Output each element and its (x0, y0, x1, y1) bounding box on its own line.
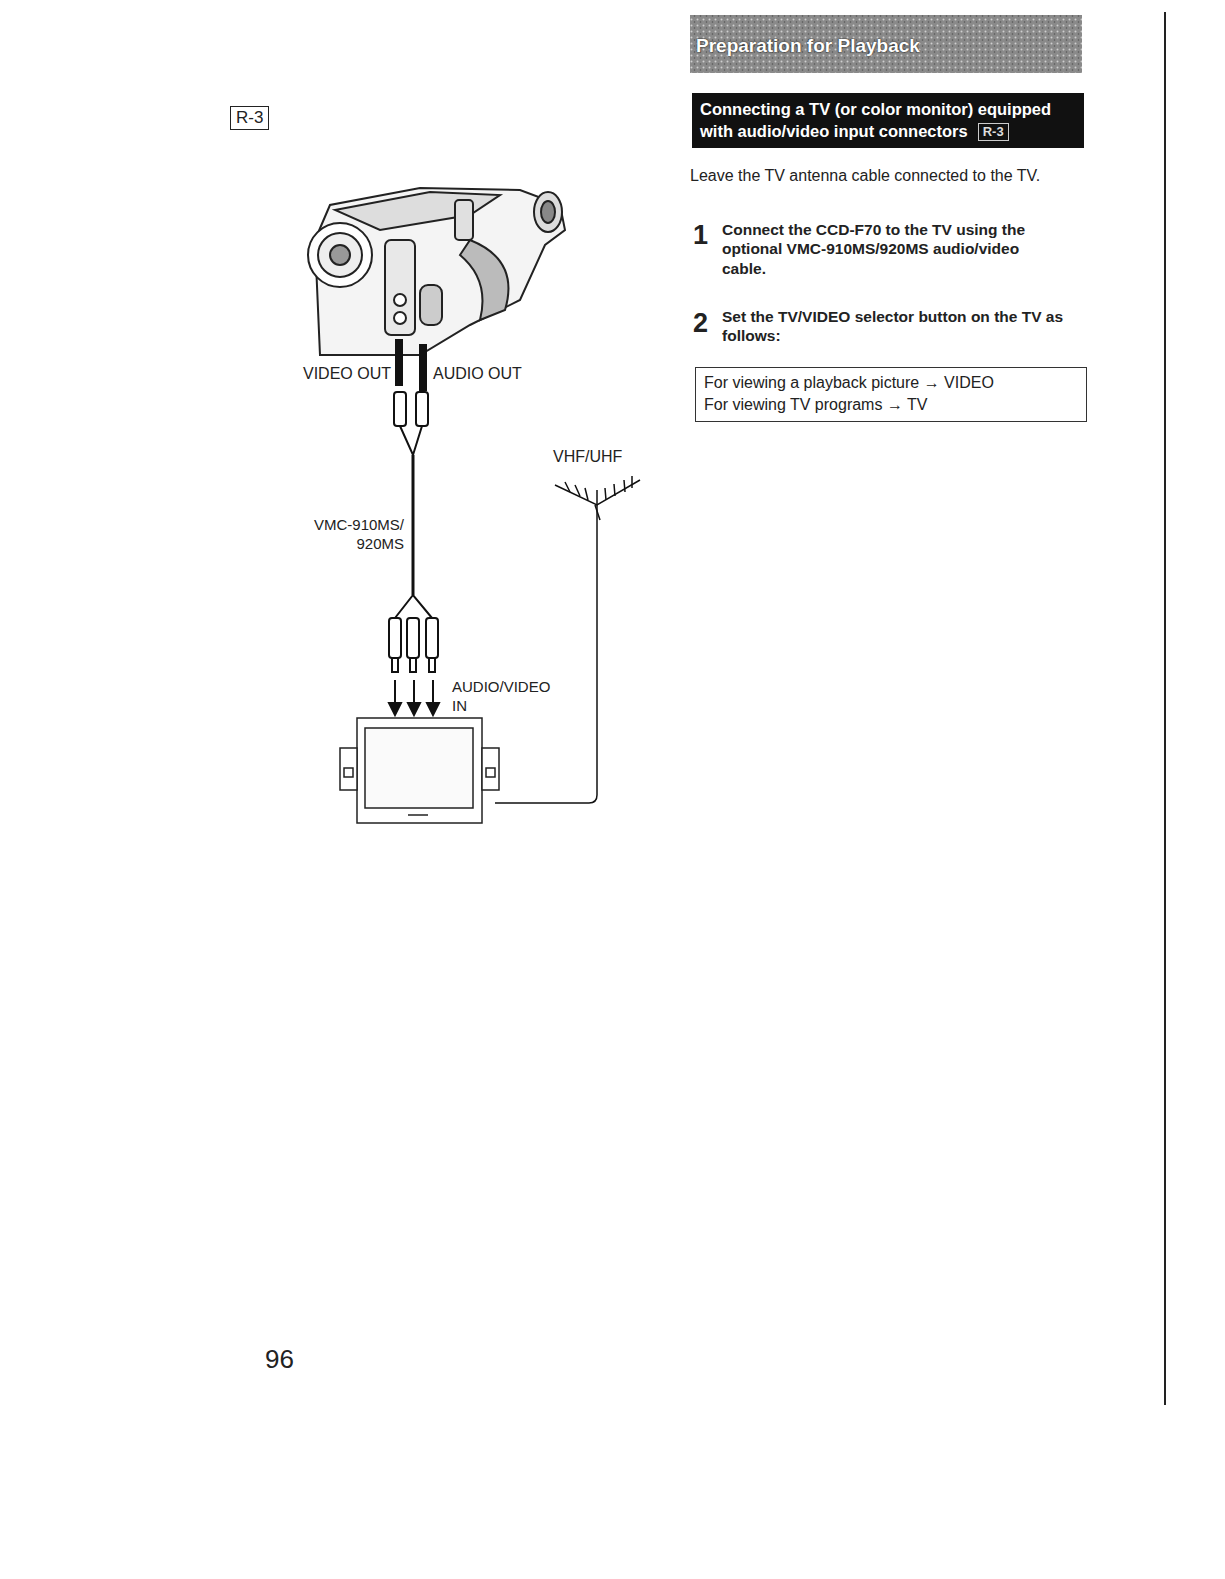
note-box: For viewing a playback picture → VIDEOFo… (695, 367, 1087, 422)
connector-label: AUDIO/VIDEO IN (452, 678, 556, 716)
title-band (690, 15, 1082, 73)
section-title: Preparation for Playback (696, 34, 920, 58)
step-number: 2 (693, 310, 708, 337)
connector-label: VHF/UHF (553, 447, 622, 467)
step-text: Set the TV/VIDEO selector button on the … (722, 307, 1067, 346)
node-text: For viewing a playback picture → VIDEO (704, 372, 1078, 394)
insert-arrow (389, 680, 439, 715)
body-text: Leave the TV antenna cable connected to … (690, 166, 1065, 186)
av-cable (389, 340, 438, 672)
step-text: Connect the CCD-F70 to the TV using the … (722, 220, 1067, 278)
figure-tag: R-3 (230, 106, 269, 130)
camcorder (308, 188, 565, 355)
connector-label: VIDEO OUT (303, 364, 391, 384)
connector-label: AUDIO OUT (433, 364, 522, 384)
antenna (495, 476, 640, 803)
television (340, 718, 499, 823)
node-text: For viewing TV programs → TV (704, 394, 1078, 416)
node-text: R-3 (236, 108, 263, 127)
node-text: R-3 (983, 124, 1004, 139)
cable-label: VMC-910MS/ 920MS (300, 516, 404, 554)
section-heading: Connecting a TV (or color monitor) equip… (692, 93, 1084, 148)
page-number: 96 (265, 1343, 294, 1376)
figure-tag: R-3 (978, 123, 1009, 141)
step-number: 1 (693, 222, 708, 249)
